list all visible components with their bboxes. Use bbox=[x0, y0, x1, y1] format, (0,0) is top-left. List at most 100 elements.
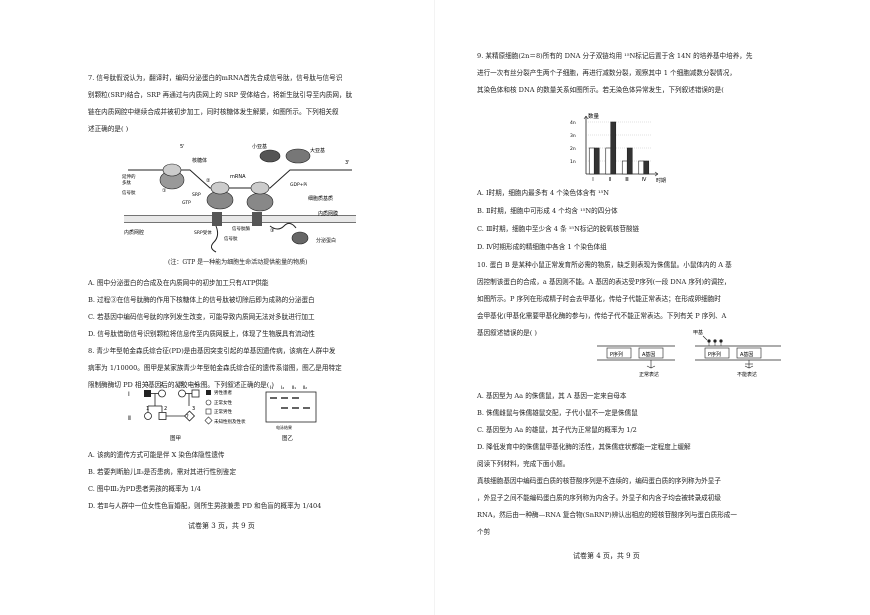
q7-line-2: 别颗粒(SRP)结合，SRP 再通过与内质网上的 SRP 受体结合，将新生肽引导… bbox=[88, 91, 353, 99]
svg-text:Ⅱ₂: Ⅱ₂ bbox=[303, 385, 307, 391]
q10-option-d: D. 降低发育中的侏儒鼠甲基化酶的活性，其侏儒症状都能一定程度上缓解 bbox=[477, 443, 691, 451]
y-axis-arrow bbox=[583, 115, 589, 120]
q10-option-a: A. 基因型为 Aa 的侏儒鼠，其 A 基因一定来自母本 bbox=[477, 392, 627, 400]
svg-text:4: 4 bbox=[194, 382, 197, 388]
svg-text:P序列: P序列 bbox=[610, 351, 623, 358]
y-tick-label: 1n bbox=[570, 159, 576, 165]
svg-text:正常男性: 正常男性 bbox=[214, 408, 232, 415]
q7-option-a: A. 图中分泌蛋白的合成及在内质网中的初步加工只有ATP供能 bbox=[88, 279, 269, 287]
q9-option-b: B. Ⅱ时期，细胞中可形成 4 个均含 ¹⁵N的四分体 bbox=[477, 207, 618, 215]
q8-option-d: D. 若Ⅱ与人群中一位女性色盲婚配，则所生男孩兼患 PD 和色盲的概率为 1/4… bbox=[88, 502, 322, 510]
reading-line-5: 个剪 bbox=[477, 528, 491, 536]
svg-text:细胞质基质: 细胞质基质 bbox=[308, 195, 333, 202]
svg-text:小亚基: 小亚基 bbox=[252, 143, 267, 150]
q8-option-a: A. 该病的遗传方式可能是伴 X 染色体隐性遗传 bbox=[88, 451, 225, 459]
x-tick-label: Ⅰ bbox=[592, 177, 593, 183]
pedigree-chart: Ⅰ Ⅱ 1 2 3 4 1 2 3 ? 男性患者 正常女性 正常男性 未知性 bbox=[128, 382, 246, 442]
gen-2-label: Ⅱ bbox=[128, 415, 131, 422]
svg-text:信号肽: 信号肽 bbox=[122, 189, 136, 196]
gel-electrophoresis: Ⅰ₁ Ⅰ₂ Ⅱ₁ Ⅱ₂ 电泳结果 图乙 bbox=[265, 385, 317, 442]
svg-text:信号肽: 信号肽 bbox=[224, 235, 238, 242]
svg-text:男性患者: 男性患者 bbox=[214, 389, 232, 396]
svg-text:甲基: 甲基 bbox=[693, 329, 703, 336]
svg-text:2: 2 bbox=[160, 382, 163, 388]
page-divider bbox=[434, 0, 435, 615]
bar bbox=[593, 147, 600, 175]
right-page-footer: 试卷第 4 页，共 9 页 bbox=[573, 552, 640, 560]
svg-text:图乙: 图乙 bbox=[282, 434, 294, 442]
svg-text:GDP+Pi: GDP+Pi bbox=[290, 182, 307, 188]
x-axis-arrow bbox=[654, 171, 659, 177]
svg-text:3': 3' bbox=[345, 160, 350, 166]
svg-text:②: ② bbox=[206, 178, 211, 184]
svg-text:1: 1 bbox=[146, 382, 149, 388]
left-page: 7. 信号肽假说认为，翻译时，编码分泌蛋白的mRNA首先合成信号肽，信号肽与信号… bbox=[88, 74, 356, 530]
q9-option-d: D. Ⅳ时期形成的精细胞中各含 1 个染色体组 bbox=[477, 243, 607, 251]
x-tick-label: Ⅳ bbox=[642, 177, 647, 183]
q10-line-4: 会甲基化(甲基化需要甲基化酶的参与)，传给子代不能正常表达。下列有关 P 序列、… bbox=[477, 312, 727, 320]
q7-option-b: B. 过程③在信号肽酶的作用下核糖体上的信号肽被切除后即为成熟的分泌蛋白 bbox=[88, 296, 315, 304]
q10-line-1: 10. 蛋白 B 是某种小鼠正常发育所必需的物质，缺乏则表现为侏儒鼠。小鼠体内的… bbox=[477, 261, 732, 269]
svg-text:电泳结果: 电泳结果 bbox=[276, 424, 292, 430]
bar bbox=[626, 147, 633, 175]
y-axis-label: 数量 bbox=[588, 112, 600, 120]
q7-figure-note: (注：GTP 是一种能为细胞生命活动提供能量的物质) bbox=[168, 259, 308, 266]
q7-option-d: D. 信号肽借助信号识别颗粒将信息传至内质网膜上，体现了生物膜具有流动性 bbox=[88, 330, 315, 338]
q7-line-3: 链在内质网腔中继续合成并被初步加工，同时核糖体发生解聚，如图所示。下列相关叙 bbox=[88, 108, 339, 116]
bar bbox=[588, 147, 595, 175]
svg-text:①: ① bbox=[162, 188, 167, 194]
svg-text:大亚基: 大亚基 bbox=[310, 147, 325, 154]
svg-text:信号肽酶: 信号肽酶 bbox=[232, 225, 250, 232]
svg-text:图甲: 图甲 bbox=[170, 434, 181, 442]
q9-line-1: 9. 某精原细胞(2n＝8)所有的 DNA 分子双链均用 ¹⁵N标记后置于含 1… bbox=[477, 52, 753, 60]
svg-text:内质网腔: 内质网腔 bbox=[124, 229, 144, 236]
q8-option-b: B. 若要判断胎儿Ⅱ₃是否患病，需对其进行性别鉴定 bbox=[88, 468, 237, 476]
q10-line-3: 如图所示。P 序列在形成精子时会去甲基化，传给子代能正常表达；在形成卵细胞时 bbox=[477, 295, 721, 303]
q7-line-4: 述正确的是( ) bbox=[88, 125, 129, 133]
svg-text:5': 5' bbox=[180, 144, 185, 150]
svg-text:Ⅰ₁: Ⅰ₁ bbox=[270, 385, 273, 391]
svg-text:GTP: GTP bbox=[182, 200, 191, 206]
svg-text:SRP受体: SRP受体 bbox=[194, 229, 212, 236]
q10-line-2: 因控制该蛋白的合成，a 基因则不能。A 基因的表达受P序列(一段 DNA 序列)… bbox=[477, 278, 731, 286]
svg-text:mRNA: mRNA bbox=[230, 174, 246, 180]
q8-line-1: 8. 青少年型帕金森氏综合征(PD)是由基因突变引起的单基因遗传病，该病在人群中… bbox=[88, 347, 336, 355]
svg-text:多肽: 多肽 bbox=[122, 179, 131, 186]
bar bbox=[610, 121, 617, 175]
x-tick-label: Ⅲ bbox=[625, 177, 628, 183]
y-tick-label: 4n bbox=[570, 120, 576, 126]
svg-text:3: 3 bbox=[180, 382, 183, 388]
svg-text:核糖体: 核糖体 bbox=[192, 157, 207, 164]
svg-text:不能表达: 不能表达 bbox=[737, 371, 757, 378]
svg-text:A基因: A基因 bbox=[642, 351, 655, 358]
svg-text:分泌蛋白: 分泌蛋白 bbox=[316, 237, 336, 244]
q7-option-c: C. 若基因中编码信号肽的序列发生改变，可能导致内质网无法对多肽进行加工 bbox=[88, 313, 315, 321]
q9-line-2: 进行一次有丝分裂产生两个子细胞，再进行减数分裂，观察其中 1 个细胞减数分裂情况… bbox=[477, 69, 736, 77]
reading-line-2: 真核细胞基因中编码蛋白质的核苷酸序列是不连续的，编码蛋白质的序列称为外显子 bbox=[477, 477, 721, 485]
q7-line-1: 7. 信号肽假说认为，翻译时，编码分泌蛋白的mRNA首先合成信号肽，信号肽与信号… bbox=[88, 74, 343, 82]
svg-text:P序列: P序列 bbox=[708, 351, 721, 358]
q9-option-a: A. Ⅰ时期，细胞内最多有 4 个染色体含有 ¹⁵N bbox=[477, 189, 610, 197]
q10-line-5: 基因叙述错误的是( ) bbox=[477, 329, 537, 337]
svg-text:Ⅱ₁: Ⅱ₁ bbox=[292, 385, 296, 391]
reading-line-1: 阅读下列材料，完成下面小题。 bbox=[477, 460, 570, 468]
svg-text:3: 3 bbox=[192, 406, 195, 412]
reading-line-3: ，外显子之间不能编码蛋白质的序列称为内含子。外显子和内含子均会被转录成初级 bbox=[477, 494, 721, 502]
y-tick-label: 2n bbox=[570, 146, 576, 152]
x-axis-label: 时期 bbox=[656, 177, 666, 184]
reading-line-4: RNA，然后由一种酶—RNA 复合物(SnRNP)辨认出相应的短核苷酸序列与蛋白… bbox=[477, 511, 737, 519]
methylation-diagram: P序列 A基因 正常表达 甲基 P序列 A基因 不能表达 bbox=[597, 329, 781, 378]
q8-line-2: 病率为 1/10000。图甲是某家族青少年型帕金森氏综合征的遗传系谱图，图乙是用… bbox=[88, 364, 342, 372]
svg-text:?: ? bbox=[186, 414, 189, 420]
q9-line-3: 其染色体和核 DNA 的数量关系如图所示。若无染色体异常发生，下列叙述错误的是( bbox=[477, 86, 724, 94]
svg-text:③: ③ bbox=[270, 228, 274, 234]
q8-line-3: 限制酶酶切 PD 相关基因后的凝胶电泳图。下列叙述正确的是( ) bbox=[88, 381, 274, 389]
q8-option-c: C. 图中Ⅲ₂为PD患者男孩的概率为 1/4 bbox=[88, 485, 201, 493]
y-tick-label: 3n bbox=[570, 133, 576, 139]
right-page: 9. 某精原细胞(2n＝8)所有的 DNA 分子双链均用 ¹⁵N标记后置于含 1… bbox=[435, 0, 870, 615]
svg-text:SRP: SRP bbox=[192, 192, 201, 198]
svg-text:A基因: A基因 bbox=[740, 351, 753, 358]
x-tick-label: Ⅱ bbox=[609, 177, 611, 183]
left-page-footer: 试卷第 3 页，共 9 页 bbox=[188, 522, 255, 530]
svg-text:Ⅰ₂: Ⅰ₂ bbox=[281, 385, 284, 391]
